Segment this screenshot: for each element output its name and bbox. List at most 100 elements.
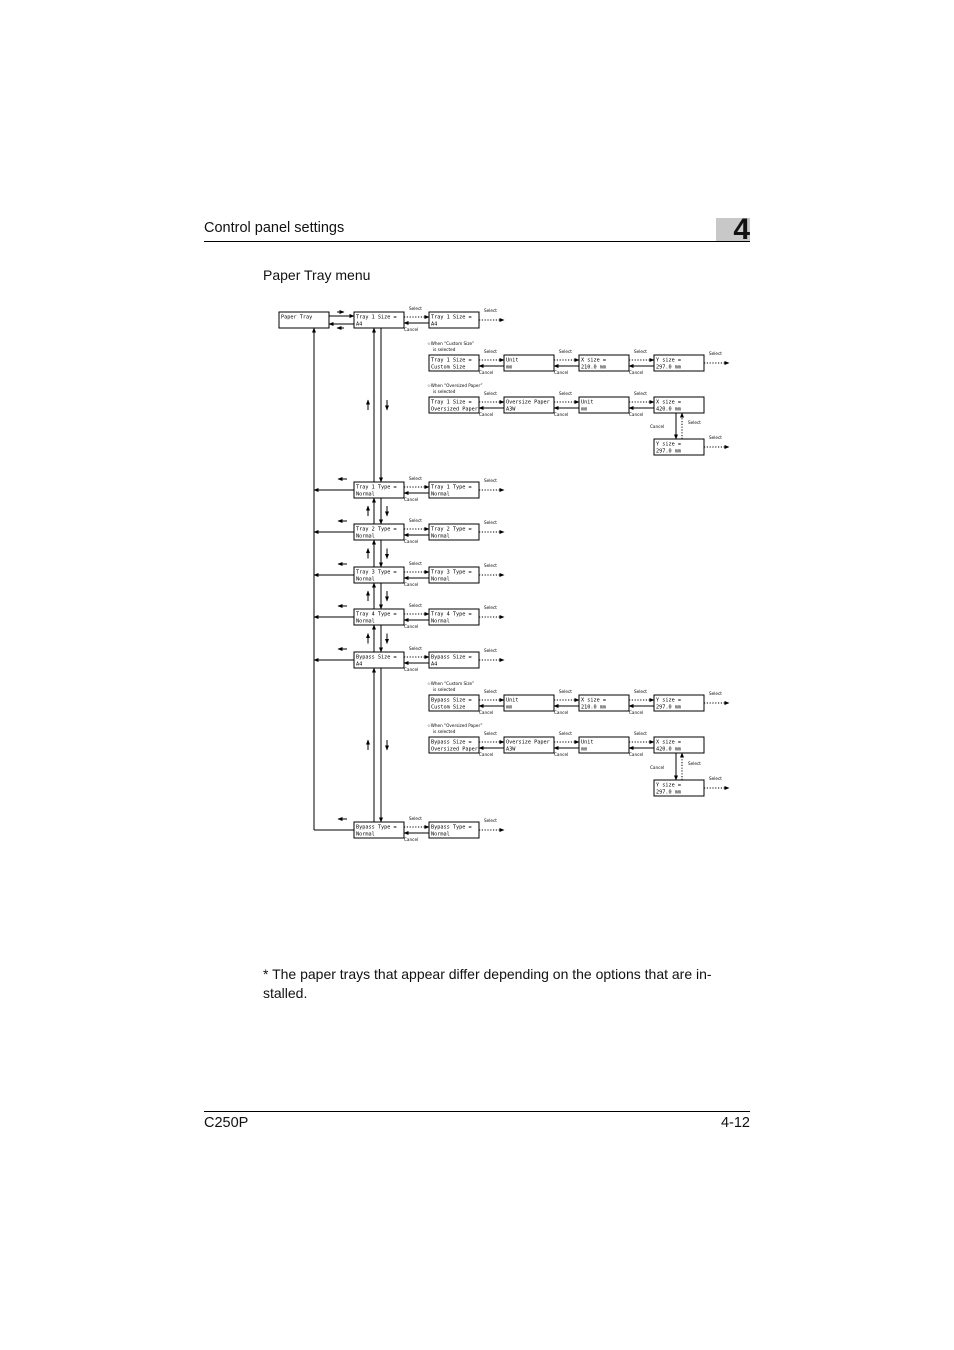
bypass-custom-box-value: 210.0 mm (581, 705, 606, 711)
page-subtitle: Paper Tray menu (263, 267, 371, 283)
cancel-label: Cancel (479, 412, 493, 417)
bypass-oversized-box (653, 736, 705, 754)
tray1-oversized-box (503, 396, 555, 414)
select-label: Select (559, 391, 572, 396)
bypass-oversized-box-value: mm (581, 747, 587, 753)
bypass-custom-box (653, 694, 705, 712)
select-label: Select (409, 561, 422, 566)
bypass-type-setting-box (428, 821, 480, 839)
select-label: Select (484, 731, 497, 736)
bypass-oversized-box-label: Y size = (656, 783, 681, 789)
tray1-custom-box-value: 297.0 mm (656, 365, 681, 371)
tray1-custom-box-value: Custom Size (431, 365, 465, 371)
cancel-label: Cancel (629, 370, 643, 375)
cancel-label: Cancel (404, 497, 418, 502)
tray-type-box (353, 523, 405, 541)
cancel-label: Cancel (404, 582, 418, 587)
select-label: Select (484, 563, 497, 568)
tray-type-box (353, 481, 405, 499)
select-label: Select (634, 689, 647, 694)
cancel-label: Cancel (629, 752, 643, 757)
select-label: Select (409, 816, 422, 821)
tray-type-setting-box (428, 481, 480, 499)
bypass-oversized-box (503, 736, 555, 754)
select-label: Select (634, 391, 647, 396)
select-label: Select (484, 308, 497, 313)
select-label: Select (559, 689, 572, 694)
footer-model: C250P (204, 1115, 249, 1131)
bypass-custom-box (428, 694, 480, 712)
bypass-oversized-box-value: 297.0 mm (656, 790, 681, 796)
cancel-label: Cancel (629, 710, 643, 715)
bypass-custom-box-label: Bypass Size = (431, 698, 472, 704)
tray1-custom-box (503, 354, 555, 372)
root-paper-tray-box (278, 311, 330, 329)
header-rule (204, 241, 750, 242)
tray-type-box-value: Normal (356, 492, 375, 498)
cancel-label: Cancel (554, 752, 568, 757)
bypass-type-box-label: Bypass Type = (356, 825, 397, 831)
tray1-custom-box (653, 354, 705, 372)
tray1-size-box-value: A4 (356, 322, 362, 328)
bypass-custom-box-value: 297.0 mm (656, 705, 681, 711)
condition-note: is selected (433, 729, 456, 734)
section-title: Control panel settings (204, 220, 345, 236)
cancel-label: Cancel (554, 412, 568, 417)
select-label: Select (709, 691, 722, 696)
footer-rule (204, 1111, 750, 1112)
cancel-label: Cancel (404, 327, 418, 332)
select-label: Select (484, 648, 497, 653)
tray1-custom-box-value: 210.0 mm (581, 365, 606, 371)
select-label: Select (409, 646, 422, 651)
footer-page-number: 4-12 (720, 1115, 750, 1131)
select-label: Select (709, 435, 722, 440)
select-label: Select (634, 349, 647, 354)
tray1-oversized-box-value: 420.0 mm (656, 407, 681, 413)
cancel-label: Cancel (404, 837, 418, 842)
tray1-size-setting-box-value: A4 (431, 322, 437, 328)
condition-note: is selected (433, 347, 456, 352)
bypass-size-setting-box-label: Bypass Size = (431, 655, 472, 661)
tray1-oversized-box (653, 396, 705, 414)
select-label: Select (484, 689, 497, 694)
tray1-size-box (353, 311, 405, 329)
chapter-tab (716, 218, 750, 242)
select-label: Select (484, 391, 497, 396)
condition-note: ☆When “Custom Size” (427, 341, 474, 346)
bypass-type-setting-box-label: Bypass Type = (431, 825, 472, 831)
cancel-label: Cancel (479, 370, 493, 375)
bypass-oversized-box (578, 736, 630, 754)
tray1-oversized-box (578, 396, 630, 414)
bypass-size-setting-box-value: A4 (431, 662, 437, 668)
cancel-label: Cancel (404, 667, 418, 672)
tray-type-setting-box (428, 523, 480, 541)
bypass-oversized-box-label: Unit (581, 740, 594, 746)
bypass-custom-box-label: Y size = (656, 698, 681, 704)
cancel-label: Cancel (650, 765, 664, 770)
tray-type-setting-box-value: Normal (431, 619, 450, 625)
bypass-oversized-box-value: Oversized Paper (431, 747, 478, 753)
bypass-oversized-box-value: 420.0 mm (656, 747, 681, 753)
tray-type-setting-box-label: Tray 1 Type = (431, 485, 472, 491)
select-label: Select (688, 761, 701, 766)
bypass-oversized-box-value: A3W (506, 747, 516, 753)
tray1-oversized-box-label: Y size = (656, 442, 681, 448)
bypass-oversized-box-label: Oversize Paper (506, 740, 550, 746)
bypass-type-box (353, 821, 405, 839)
select-label: Select (709, 776, 722, 781)
tray1-size-setting-box-label: Tray 1 Size = (431, 315, 472, 321)
tray-type-box-value: Normal (356, 534, 375, 540)
tray1-size-box-label: Tray 1 Size = (356, 315, 397, 321)
select-label: Select (409, 476, 422, 481)
bypass-oversized-box-label: Bypass Size = (431, 740, 472, 746)
chapter-number: 4 (733, 213, 750, 246)
condition-note: ☆When “Oversized Paper” (427, 723, 483, 728)
tray-type-setting-box-value: Normal (431, 577, 450, 583)
tray-type-box-label: Tray 3 Type = (356, 570, 397, 576)
tray1-oversized-box-label: Tray 1 Size = (431, 400, 472, 406)
bypass-custom-box-value: Custom Size (431, 705, 465, 711)
bypass-size-setting-box (428, 651, 480, 669)
tray1-oversized-box-value: mm (581, 407, 587, 413)
tray1-custom-box-label: X size = (581, 358, 606, 364)
